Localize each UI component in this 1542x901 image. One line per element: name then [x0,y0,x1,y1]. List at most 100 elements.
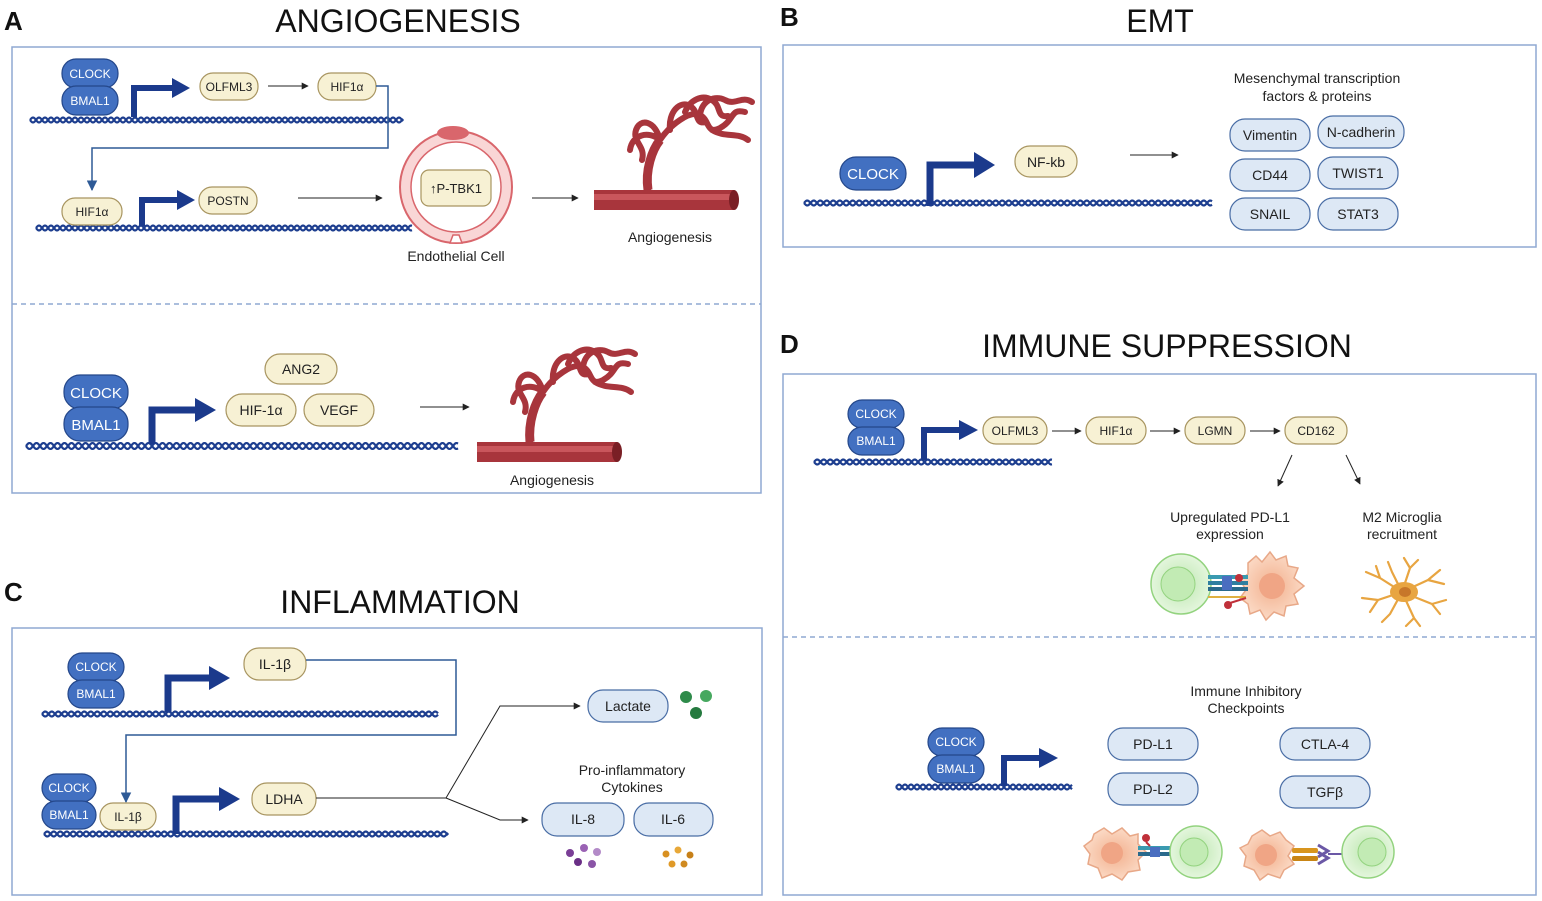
cytokines-heading: Cytokines [601,779,662,795]
postn-label: POSTN [207,194,248,208]
feedback-connector [120,659,457,804]
marker-pill [1317,197,1399,231]
ang2-label: ANG2 [282,361,320,377]
cd162-pill [1284,416,1348,445]
blood-vessel-icon [594,94,755,210]
transcription-arrow-head [974,152,995,178]
bmal1-label: BMAL1 [936,762,976,776]
panel-a: A ANGIOGENESIS CLOCK BMAL1 OLFML3 HIF1α … [4,3,762,494]
panel-d-letter: D [780,329,799,359]
hif1a-label: HIF1α [331,80,364,94]
lactate-molecules-icon [680,690,712,719]
checkpoint-label: PD-L1 [1133,736,1173,752]
checkpoint-pill [1107,772,1199,806]
marker-label: TWIST1 [1332,165,1384,181]
postn-pill [198,186,258,215]
transcription-arrow [131,85,173,117]
t-cell-icon [1150,553,1212,615]
ang2-pill [264,353,338,385]
pdl1-upregulation-heading: expression [1196,526,1264,542]
dna-helix [41,710,439,718]
il6-molecules-icon [662,846,694,868]
ptbk1-box [420,169,492,207]
vegf-label: VEGF [320,402,358,418]
pd1-pdl1-binding-icon [1138,834,1174,857]
checkpoint-pill [1107,727,1199,761]
transcription-arrow-head [1039,748,1058,768]
panel-d: D IMMUNE SUPPRESSION CLOCK BMAL1 OLFML3 … [780,328,1537,896]
panel-a-title: ANGIOGENESIS [275,3,520,39]
olfml3-pill [199,72,259,101]
bmal1-label: BMAL1 [856,434,896,448]
panel-c-title: INFLAMMATION [280,584,519,620]
blood-vessel-icon [477,346,638,462]
transcription-arrow [1001,755,1040,786]
hif1a-bound-pill [61,197,123,226]
il6-pill [633,802,714,837]
clock-pill [839,156,907,191]
il6-label: IL-6 [661,811,685,827]
t-cell-icon [1169,825,1223,879]
tumor-cell-icon [1238,829,1296,882]
il1b-pill [243,647,307,681]
marker-label: SNAIL [1250,206,1291,222]
arrow [1277,454,1293,487]
hif1a-label: HIF-1α [239,402,282,418]
panel-b-frame [782,44,1537,248]
ctla4-cd80-binding-icon [1292,843,1350,866]
panel-b-title: EMT [1126,3,1194,39]
bmal1-label: BMAL1 [70,94,110,108]
lactate-label: Lactate [605,698,651,714]
arrow [445,702,581,799]
checkpoint-label: CTLA-4 [1301,736,1349,752]
lgmn-label: LGMN [1198,424,1233,438]
ldha-pill [251,782,317,816]
endothelial-cell-label: Endothelial Cell [407,248,504,264]
checkpoint-pill [1279,727,1371,761]
olfml3-label: OLFML3 [992,424,1039,438]
marker-pill [1317,156,1399,190]
il8-pill [541,802,625,837]
panel-b-letter: B [780,2,799,32]
clock-bmal1-complex: CLOCK BMAL1 [67,652,125,709]
angiogenesis-label: Angiogenesis [510,472,594,488]
clock-label: CLOCK [69,67,110,81]
arrow [1345,454,1361,485]
transcription-arrow [921,427,960,460]
cytokines-heading: Pro-inflammatory [579,762,686,778]
checkpoint-pill [1279,775,1371,809]
panel-b: B EMT CLOCK NF-kb Mesenchymal transcript… [780,2,1537,248]
m2-microglia-heading: recruitment [1367,526,1437,542]
bmal1-label: BMAL1 [71,417,120,434]
il8-molecules-icon [566,844,601,868]
vegf-pill [303,393,375,427]
feedback-connector [86,85,389,192]
transcription-arrow-head [172,78,190,98]
panel-a-frame [11,46,762,494]
pd1-pdl1-binding-icon [1208,574,1248,609]
bmal1-label: BMAL1 [49,808,89,822]
panel-c: C INFLAMMATION CLOCK BMAL1 IL-1β CLOCK B… [4,577,763,896]
checkpoints-heading: Immune Inhibitory [1190,683,1301,699]
clock-label: CLOCK [70,385,122,402]
hif1a-bound-label: HIF1α [76,205,109,219]
il1b-bound-label: IL-1β [114,810,142,824]
olfml3-pill [982,416,1048,445]
dna-helix [25,441,459,451]
ptbk1-label: ↑P-TBK1 [430,181,482,196]
ldha-label: LDHA [265,791,303,807]
hif1a-pill [225,393,297,427]
m2-microglia-heading: M2 Microglia [1362,509,1442,525]
clock-label: CLOCK [935,735,976,749]
clock-bmal1-complex: CLOCK BMAL1 [927,727,985,784]
panel-d-frame [782,373,1537,896]
dna-helix [43,830,449,838]
lgmn-pill [1184,416,1246,445]
nfkb-pill [1014,145,1078,178]
clock-label: CLOCK [75,660,116,674]
pdl1-upregulation-heading: Upregulated PD-L1 [1170,509,1290,525]
marker-pill [1229,197,1311,231]
transcription-arrow [172,795,220,834]
checkpoint-label: TGFβ [1307,784,1343,800]
panel-c-letter: C [4,577,23,607]
